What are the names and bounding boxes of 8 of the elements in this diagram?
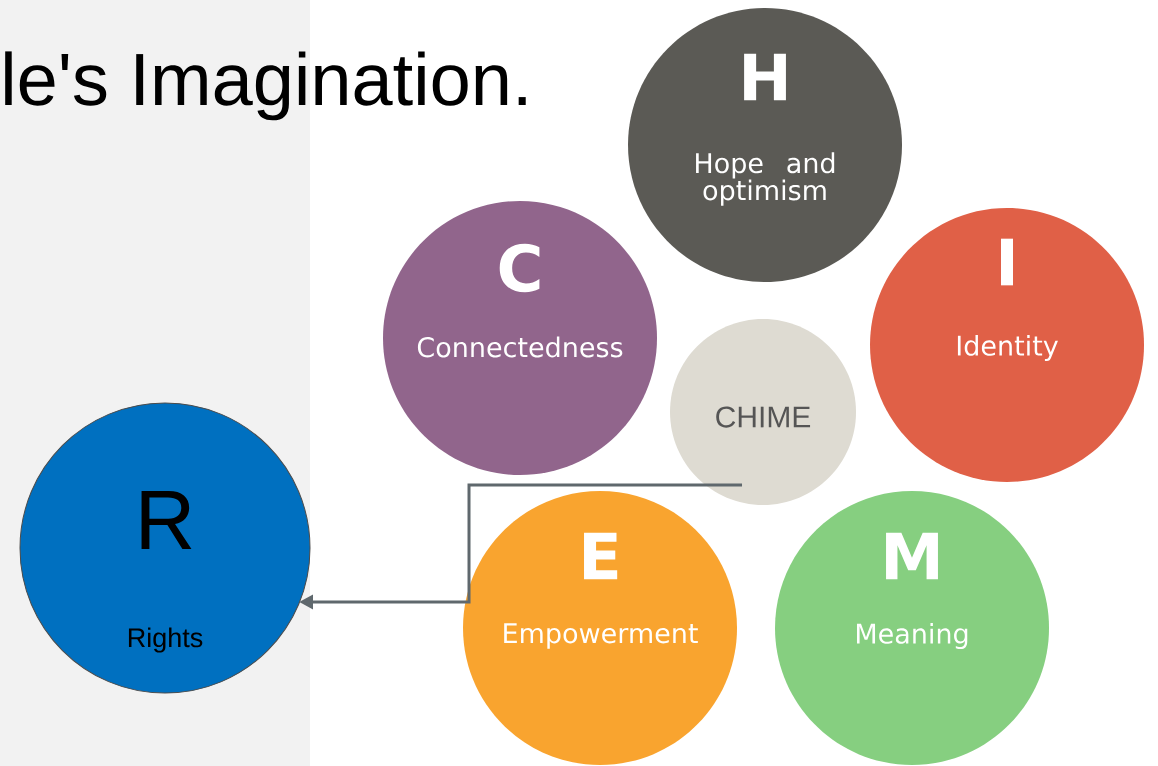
circle-node: E Empowerment — [463, 491, 737, 765]
circle-node: CHIME — [670, 319, 856, 505]
circle-node: I Identity — [870, 208, 1144, 482]
circle-node: M Meaning — [775, 491, 1049, 765]
circle-node: H Hope and optimism — [628, 8, 902, 282]
circle-node: C Connectedness — [383, 201, 657, 475]
title: le's Imagination. — [5, 51, 526, 121]
circle-node: R Rights — [19, 402, 311, 694]
